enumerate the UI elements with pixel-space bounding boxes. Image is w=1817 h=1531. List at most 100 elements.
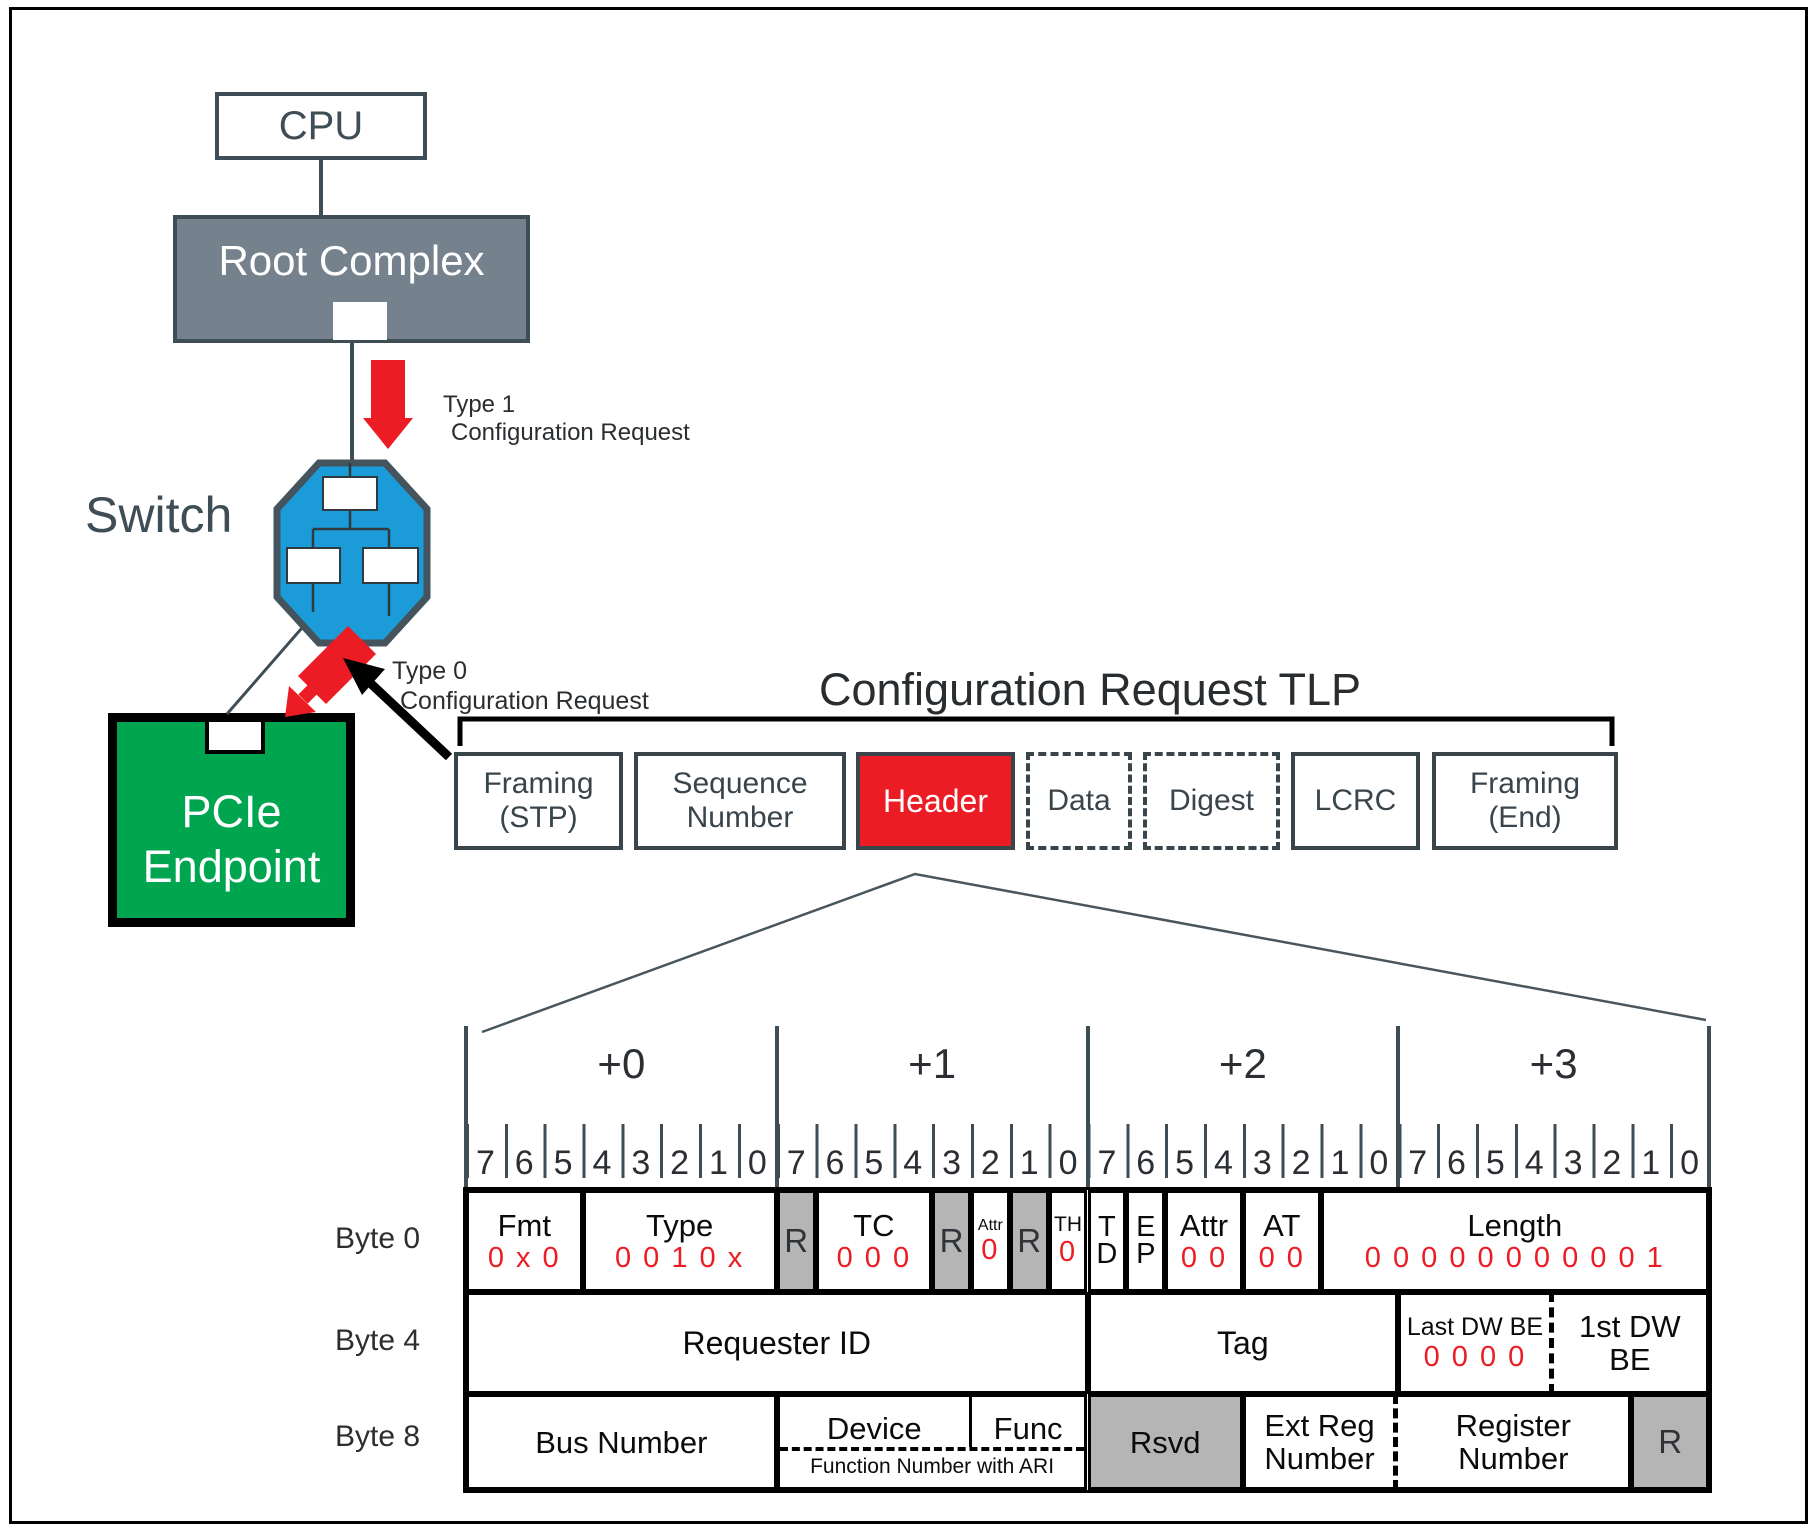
type1-request-note: Type 1 Configuration Request — [443, 391, 690, 447]
field-label: Length — [1467, 1207, 1563, 1243]
field-label: Fmt — [497, 1207, 551, 1243]
type0-line2: Configuration Request — [400, 687, 649, 715]
byte-offset-label: +0 — [597, 1040, 646, 1087]
field-label: Ext Reg — [1264, 1408, 1375, 1443]
field-label: Attr — [1179, 1207, 1229, 1243]
tlp-bracket — [457, 716, 1615, 746]
field-value: 0 0 — [1180, 1241, 1228, 1274]
segment-lcrc: LCRC — [1291, 752, 1420, 850]
field-tag: Tag — [1087, 1292, 1399, 1394]
field-register-number: Register Number — [1398, 1394, 1632, 1490]
field-reserved-4: R — [1631, 1394, 1709, 1490]
pcie-endpoint-box: PCIe Endpoint — [108, 713, 355, 927]
field-label: 1st DW — [1579, 1309, 1681, 1344]
row-label-byte8: Byte 8 — [335, 1420, 421, 1453]
field-td: T D — [1087, 1190, 1127, 1292]
field-first-dw-be: 1st DW BE — [1553, 1292, 1709, 1394]
field-fmt: Fmt 0 x 0 — [466, 1190, 583, 1292]
segment-label: (End) — [1488, 801, 1562, 834]
bit-number: 7 — [786, 1144, 806, 1182]
bit-number: 0 — [1680, 1144, 1700, 1182]
field-label: R — [1658, 1423, 1683, 1460]
field-value: 0 0 0 — [836, 1241, 912, 1274]
bit-number: 7 — [1097, 1144, 1117, 1182]
field-attr-bits54: Attr 0 0 — [1165, 1190, 1243, 1292]
switch-port — [322, 476, 378, 511]
bit-number: 5 — [864, 1144, 884, 1182]
bit-number: 2 — [670, 1144, 690, 1182]
field-reserved-1: R — [776, 1190, 816, 1292]
type0-request-arrow-icon — [285, 626, 376, 717]
endpoint-label-line1: PCIe — [181, 786, 282, 837]
bit-number: 0 — [747, 1144, 767, 1182]
segment-digest: Digest — [1143, 752, 1280, 850]
segment-label: Data — [1047, 784, 1111, 817]
field-attr-bit2: Attr 0 — [970, 1190, 1010, 1292]
field-label: R — [939, 1222, 964, 1259]
segment-header: Header — [856, 752, 1015, 850]
field-type: Type 0 0 1 0 x — [582, 1190, 777, 1292]
field-value: 0 0 — [1258, 1241, 1305, 1274]
field-last-dw-be: Last DW BE 0 0 0 0 — [1398, 1292, 1554, 1394]
bit-number: 6 — [514, 1144, 534, 1182]
bit-number: 1 — [1641, 1144, 1661, 1182]
byte-offset-row: +0+1+2+3 — [466, 1040, 1709, 1096]
byte-divider — [1085, 1026, 1090, 1187]
endpoint-label: PCIe Endpoint — [117, 784, 346, 894]
row-label-byte0: Byte 0 — [335, 1222, 421, 1255]
bit-number: 3 — [1563, 1144, 1583, 1182]
cpu-box: CPU — [215, 92, 427, 160]
bit-number: 4 — [592, 1144, 612, 1182]
field-th: TH 0 — [1048, 1190, 1088, 1292]
field-label: Requester ID — [682, 1324, 872, 1361]
byte-divider — [1396, 1026, 1401, 1187]
segment-data: Data — [1026, 752, 1132, 850]
field-label: Type — [645, 1207, 714, 1243]
field-bus-number: Bus Number — [466, 1394, 777, 1490]
tlp-title: Configuration Request TLP — [819, 664, 1361, 715]
field-label: Number — [1458, 1441, 1569, 1476]
field-device: Device — [780, 1397, 972, 1447]
segment-framing-stp: Framing (STP) — [454, 752, 623, 850]
field-length: Length 0 0 0 0 0 0 0 0 0 0 1 — [1320, 1190, 1709, 1292]
field-value: 0 0 0 0 — [1423, 1340, 1527, 1373]
field-reserved-3: R — [1009, 1190, 1049, 1292]
field-rsvd: Rsvd — [1087, 1394, 1243, 1490]
byte-offset-label: +3 — [1529, 1040, 1578, 1087]
cpu-label: CPU — [278, 103, 364, 148]
field-label: Attr — [977, 1216, 1003, 1234]
field-func: Func — [993, 1411, 1063, 1446]
byte-divider — [774, 1026, 779, 1187]
field-label: R — [1017, 1222, 1042, 1259]
segment-label: (STP) — [499, 801, 578, 834]
bit-number: 1 — [709, 1144, 728, 1182]
field-label: Last DW BE — [1406, 1312, 1544, 1341]
switch-octagon — [273, 459, 431, 647]
field-value: 0 0 1 0 x — [614, 1241, 745, 1274]
switch-endpoint-link — [225, 620, 310, 715]
bit-number: 6 — [825, 1144, 845, 1182]
field-label: TC — [853, 1207, 895, 1243]
field-device-function: Device Func Function Number with ARI — [776, 1394, 1088, 1490]
field-label: BE — [1609, 1342, 1651, 1377]
root-complex-label: Root Complex — [218, 237, 485, 284]
field-value: 0 0 0 0 0 0 0 0 0 0 1 — [1364, 1241, 1665, 1274]
bit-number: 6 — [1136, 1144, 1156, 1182]
field-function-with-ari: Function Number with ARI — [779, 1447, 1085, 1483]
field-value: 0 x 0 — [487, 1241, 561, 1274]
bit-number: 2 — [1602, 1144, 1622, 1182]
bit-number: 7 — [1408, 1144, 1428, 1182]
field-label: D — [1096, 1238, 1118, 1270]
endpoint-label-line2: Endpoint — [142, 841, 321, 892]
segment-sequence-number: Sequence Number — [634, 752, 846, 850]
byte-offset-label: +1 — [908, 1040, 957, 1087]
field-value: 0 — [1058, 1236, 1078, 1268]
field-at: AT 0 0 — [1242, 1190, 1321, 1292]
switch-internal-links — [311, 463, 391, 616]
field-label: Tag — [1217, 1324, 1269, 1361]
field-label: Register — [1455, 1408, 1571, 1443]
bit-number: 2 — [980, 1144, 1000, 1182]
segment-framing-end: Framing (End) — [1432, 752, 1618, 850]
